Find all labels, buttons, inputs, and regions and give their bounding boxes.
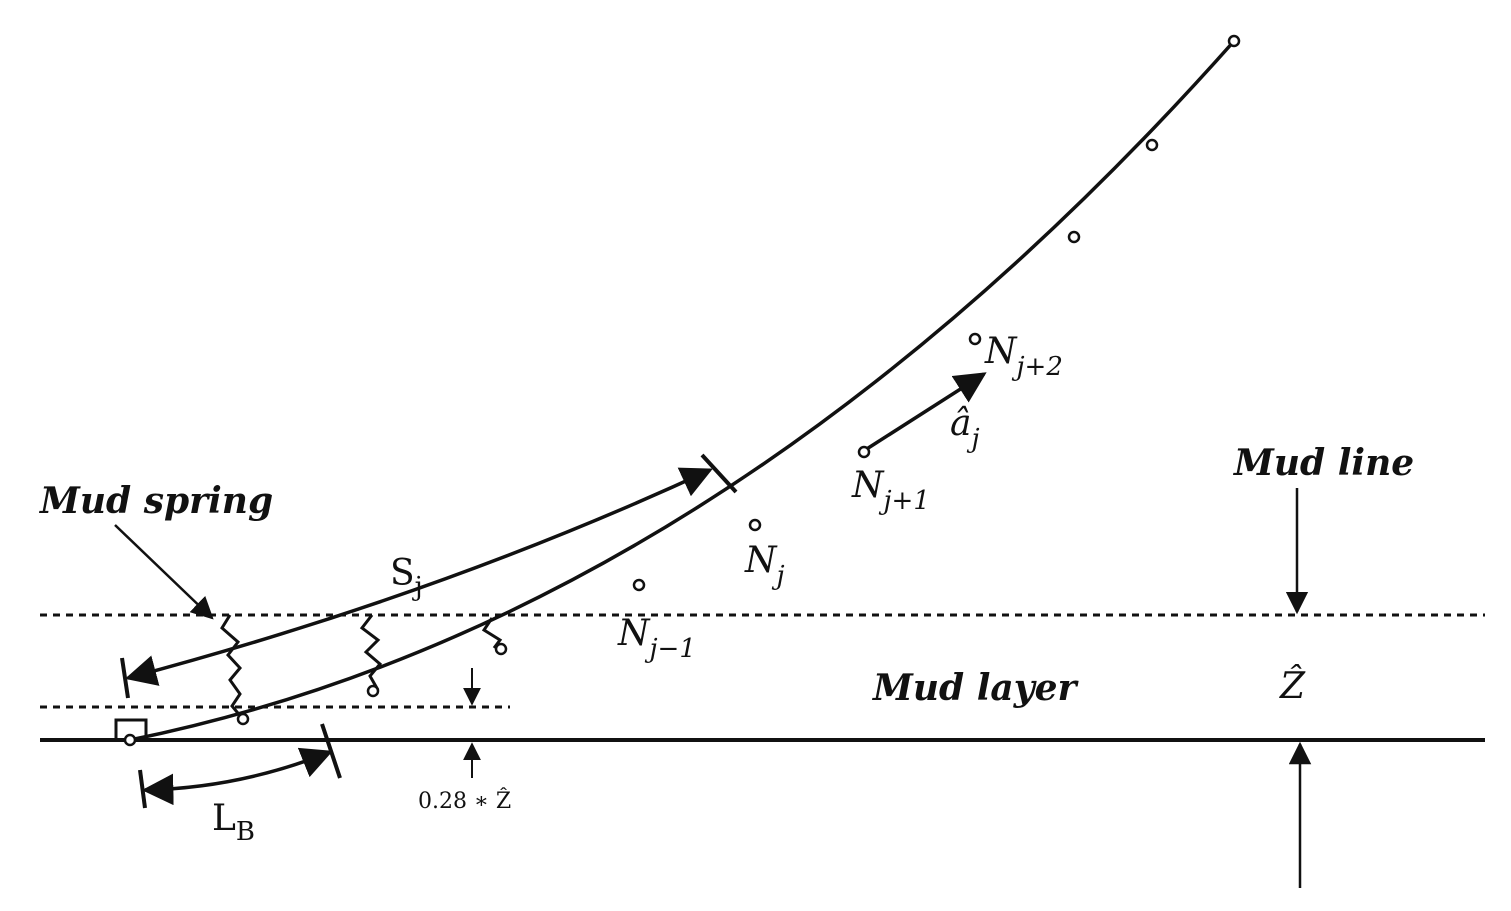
offset-label: 0.28 ∗ Ẑ [418, 787, 511, 814]
node-marker-nj-1 [632, 578, 646, 592]
node-marker-upper-2 [1145, 138, 1159, 152]
node-prev-label: Nj−1 [617, 613, 696, 664]
tangent-label: âj [950, 403, 980, 454]
seg-length-label: Sj [390, 553, 423, 602]
mud-layer-label: Mud layer [871, 667, 1080, 709]
z-hat-label: Ẑ [1279, 665, 1306, 707]
mud-spring-pointer [114, 524, 214, 620]
node-marker-2 [366, 684, 380, 698]
node-next2-label: Nj+2 [984, 331, 1063, 382]
spring-icon-3 [481, 617, 503, 649]
spring-icon-1 [220, 614, 244, 719]
node-marker-nj [748, 518, 762, 532]
seg-length-tick-right [700, 453, 738, 494]
node-marker-anchor [123, 733, 137, 747]
node-marker-nj+2 [968, 332, 982, 346]
bottom-length-label: LB [212, 798, 255, 847]
tangent-arrow [861, 372, 987, 454]
bottom-length-tick-right [320, 723, 342, 779]
bottom-length-arc [141, 747, 333, 806]
spring-icon-2 [359, 614, 383, 691]
node-label: Nj [744, 540, 785, 591]
node-next-label: Nj+1 [851, 465, 930, 516]
node-marker-nj+1 [857, 445, 871, 459]
node-markers [123, 34, 1241, 747]
node-marker-1 [236, 712, 250, 726]
node-marker-top [1227, 34, 1241, 48]
seg-length-tick-left [120, 657, 130, 699]
node-marker-upper-1 [1067, 230, 1081, 244]
node-marker-3 [494, 642, 508, 656]
seg-length-arc [124, 467, 713, 686]
bottom-length-tick-left [138, 769, 147, 809]
mud-line-label: Mud line [1232, 442, 1414, 484]
mud-spring-label: Mud spring [38, 480, 273, 522]
